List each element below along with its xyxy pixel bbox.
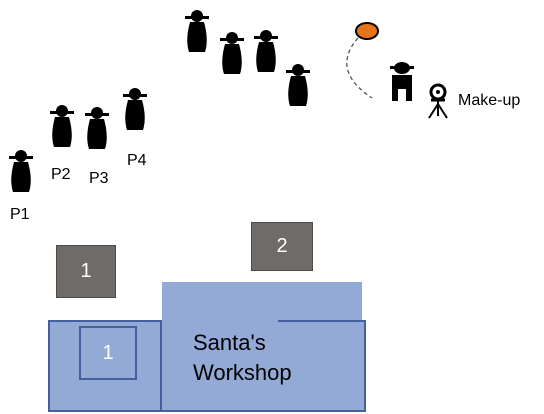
player-upper-1-icon [185, 10, 209, 52]
zone-box-1: 1 [56, 245, 116, 298]
player-p1-icon [9, 150, 33, 192]
label-p4: P4 [127, 152, 147, 169]
workshop-top-edge-right [278, 320, 366, 322]
thrower-icon [390, 62, 414, 101]
label-makeup: Make-up [458, 92, 521, 109]
zone-inner-1: 1 [79, 326, 137, 380]
makeup-stand-icon [428, 83, 448, 119]
zone-box-2: 2 [251, 222, 313, 271]
player-p2-icon [50, 105, 74, 147]
throw-path [346, 37, 373, 99]
zone-box-1-number: 1 [80, 260, 92, 282]
workshop-divider [160, 322, 162, 412]
label-p1: P1 [10, 206, 30, 223]
label-p2: P2 [51, 166, 71, 183]
player-p4-icon [123, 88, 147, 130]
player-upper-2-icon [220, 32, 244, 74]
player-p3-icon [85, 107, 109, 149]
zone-inner-1-number: 1 [102, 341, 114, 364]
label-p3: P3 [89, 170, 109, 187]
workshop-upper-block [162, 282, 362, 322]
workshop-label-line2: Workshop [193, 360, 292, 385]
player-upper-4-icon [286, 64, 310, 106]
workshop-top-edge-left [48, 320, 162, 322]
zone-box-2-number: 2 [276, 235, 288, 257]
player-upper-3-icon [254, 30, 278, 72]
workshop-label: Santa's Workshop [193, 328, 292, 388]
figures-layer [9, 10, 448, 192]
ball-icon [355, 22, 379, 40]
workshop-label-line1: Santa's [193, 330, 266, 355]
